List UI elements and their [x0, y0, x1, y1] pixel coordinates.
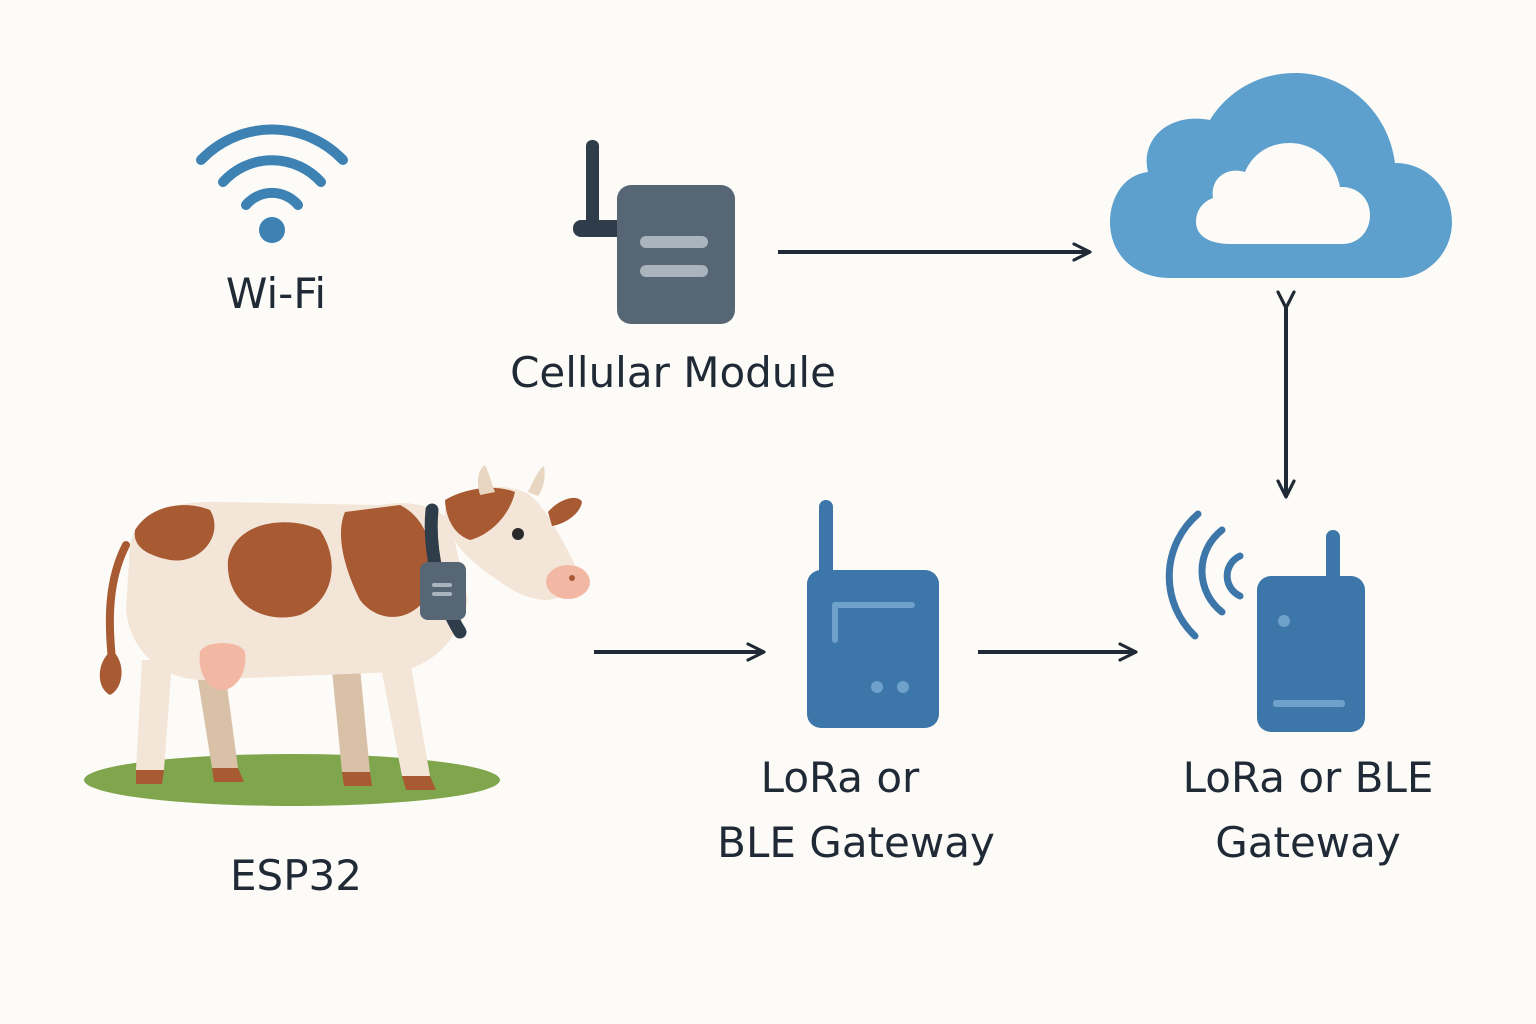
wifi-icon	[196, 124, 348, 243]
cellular-module-label: Cellular Module	[510, 348, 836, 397]
wifi-label: Wi-Fi	[226, 269, 326, 318]
gateway1-label-line2: BLE Gateway	[717, 818, 995, 867]
signal-waves-icon	[1165, 510, 1244, 640]
gateway2-label-line1: LoRa or BLE	[1183, 753, 1434, 802]
cow-icon	[84, 465, 590, 806]
gateway-device-icon	[1257, 530, 1365, 732]
esp32-label: ESP32	[230, 851, 362, 900]
gateway1-label-line1: LoRa or	[761, 753, 920, 802]
cloud-icon	[1110, 73, 1452, 278]
cellular-module-icon	[573, 140, 735, 324]
gateway2-label-line2: Gateway	[1215, 818, 1401, 867]
gateway-device-icon	[807, 500, 939, 728]
